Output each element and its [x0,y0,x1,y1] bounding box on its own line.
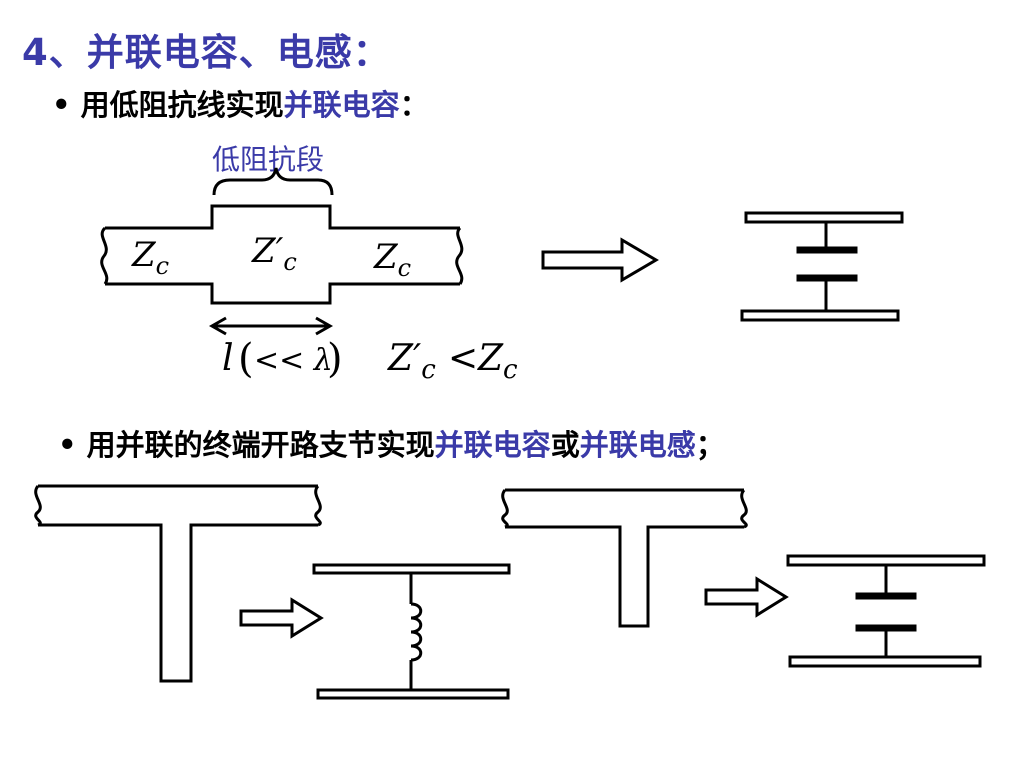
bullet-text: 用低阻抗线实现 [80,88,284,122]
hollow-arrow-icon [704,576,789,618]
svg-text:l: l [222,338,234,379]
svg-text:Zc: Zc [477,338,518,385]
stepped-line [100,204,464,305]
break-mark-left [100,226,109,285]
zc-prime-label: Z′c [251,231,297,276]
bullet-highlight: 并联电容 [283,88,400,122]
capacitor-equivalent-2 [786,554,986,668]
bullet-text: 用并联的终端开路支节实现 [86,428,435,462]
bullet-highlight-capacitor: 并联电容 [434,428,551,462]
t-stub-long [34,484,322,683]
svg-text:<< λ: << λ [254,343,333,378]
curly-brace [212,167,334,196]
zc-left-label: Zc [131,235,169,280]
bullet-tail: ： [399,88,429,122]
impedance-relation: Z′c < Zc [387,338,518,385]
bullet-low-impedance: • 用低阻抗线实现并联电容： [52,82,429,124]
break-mark-right [455,226,464,285]
inductor-equivalent [312,563,511,700]
bullet-highlight-inductor: 并联电感 [579,428,696,462]
bullet-tail: ； [695,428,725,462]
bullet-marker: • [58,428,77,462]
hollow-arrow-icon [541,237,659,283]
page-title: 4、并联电容、电感： [22,31,391,74]
bullet-open-stub: • 用并联的终端开路支节实现并联电容或并联电感； [58,422,725,464]
svg-text:): ) [327,336,343,382]
svg-text:(: ( [238,336,254,382]
hollow-arrow-icon [239,597,324,639]
bullet-text-or: 或 [550,428,580,462]
t-stub-short [501,488,748,628]
zc-right-label: Zc [373,237,411,282]
bullet-marker: • [52,88,71,122]
inductor-coil-icon [410,602,423,662]
length-arrow [208,316,334,336]
length-formula: l ( << λ ) [222,336,343,382]
low-impedance-segment-label: 低阻抗段 [212,143,325,176]
svg-text:Z′c: Z′c [387,338,436,385]
svg-text:<: < [448,338,478,379]
capacitor-equivalent-1 [740,211,904,322]
